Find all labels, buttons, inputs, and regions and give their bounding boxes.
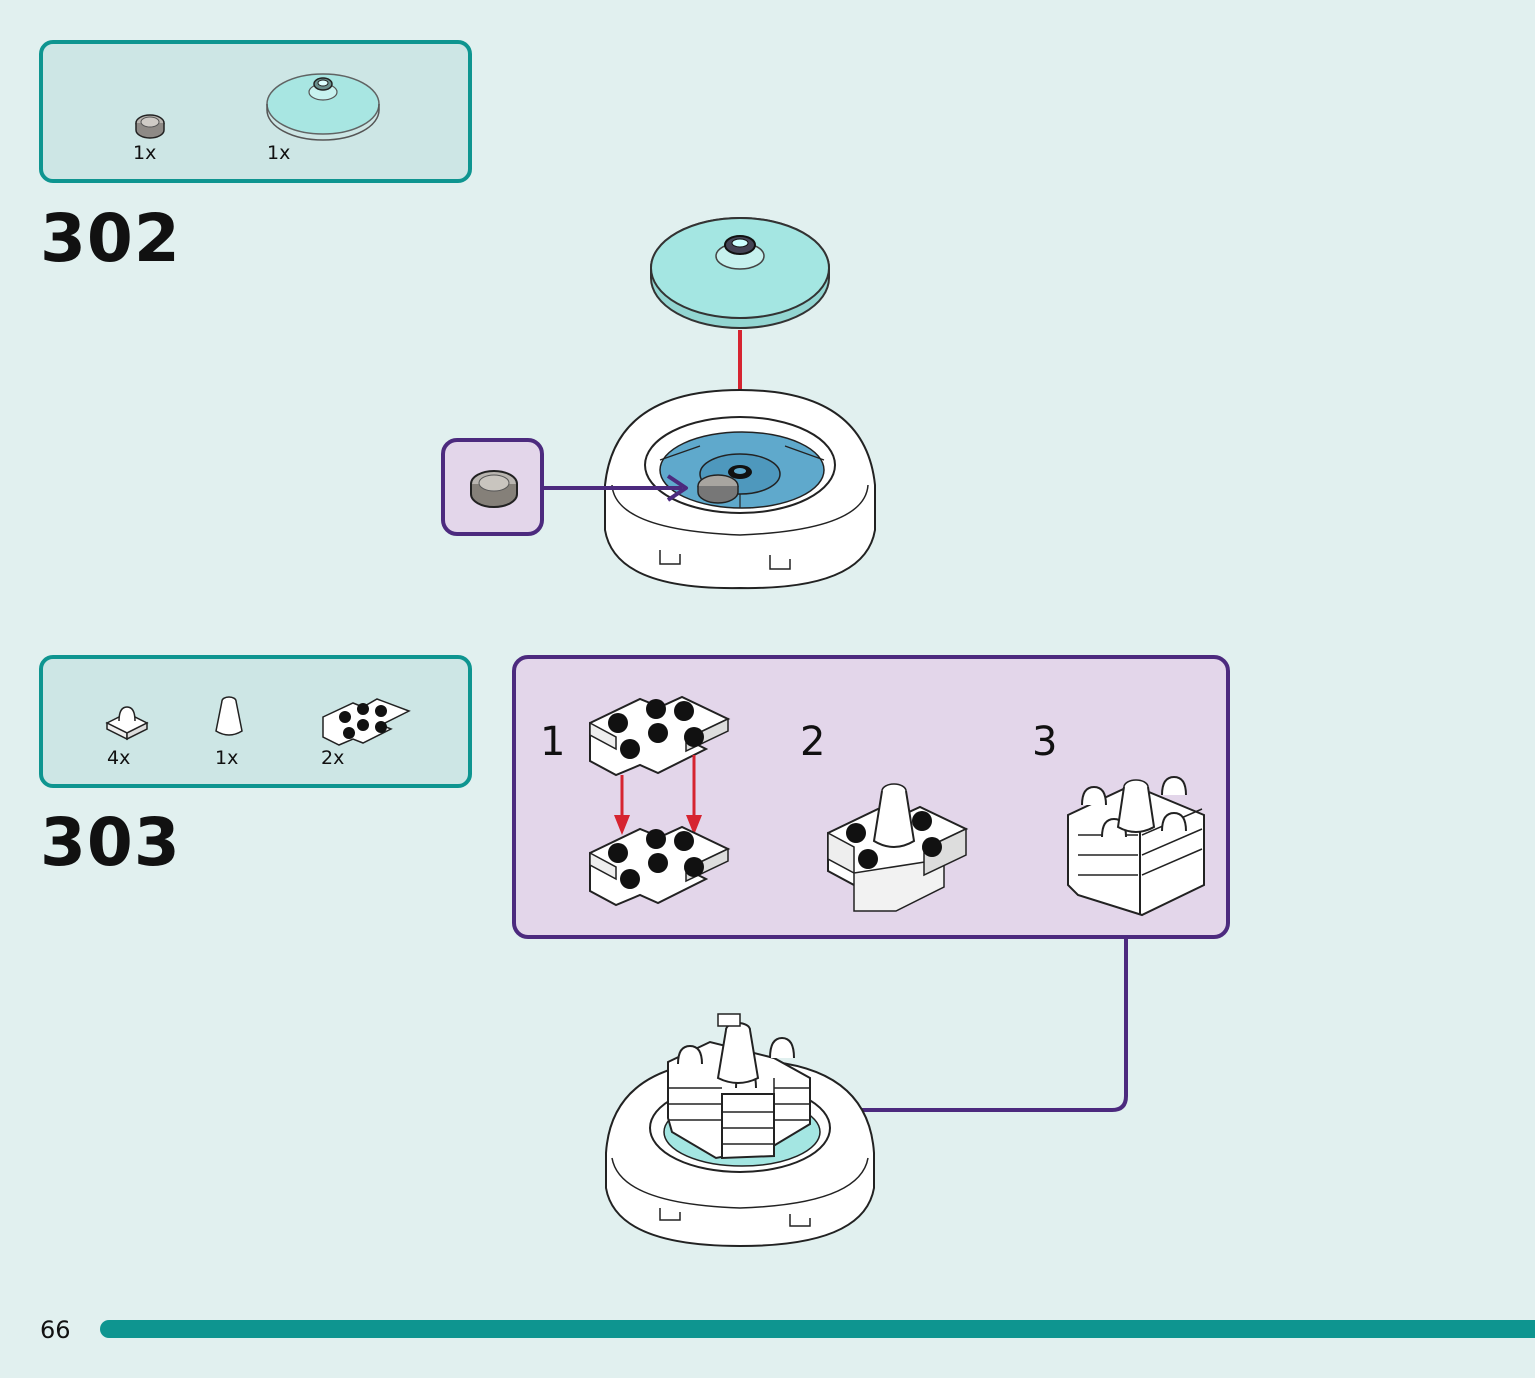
page-number: 66 [40, 1316, 71, 1344]
cone-icon [215, 696, 243, 736]
step-303-illustration [605, 1013, 875, 1248]
transparent-dish-icon [650, 217, 830, 329]
part-qty: 4x [107, 747, 131, 769]
parts-list-step-303: 4x 1x 2x [39, 655, 472, 788]
part-qty: 1x [267, 142, 291, 164]
cross-plate-icon [322, 698, 411, 746]
callout-part-box [441, 438, 544, 536]
part-qty: 1x [215, 747, 239, 769]
part-qty: 1x [133, 142, 157, 164]
round-tile-5-icon [470, 470, 518, 508]
substep-number: 3 [1032, 719, 1058, 765]
clip-plate-icon [105, 706, 149, 741]
substep-2-illustration [827, 783, 969, 912]
subassembly-callout: 1 2 3 [512, 655, 1230, 939]
round-tile-5-icon [135, 114, 165, 139]
step-number: 302 [40, 200, 181, 277]
callout-arrow [544, 474, 688, 502]
cross-plate-icon [589, 695, 731, 777]
dome-base [604, 388, 876, 590]
part-qty: 2x [321, 747, 345, 769]
substep-1-illustration [589, 695, 731, 907]
step-number: 303 [40, 804, 181, 881]
page-progress-bar [100, 1320, 1535, 1338]
substep-3-illustration [1067, 775, 1205, 917]
parts-list-step-302: 1x 1x [39, 40, 472, 183]
transparent-dish-icon [266, 73, 380, 141]
substep-number: 1 [540, 719, 566, 765]
step-302-illustration [604, 217, 876, 590]
substep-number: 2 [800, 719, 826, 765]
cross-plate-icon [589, 825, 731, 907]
